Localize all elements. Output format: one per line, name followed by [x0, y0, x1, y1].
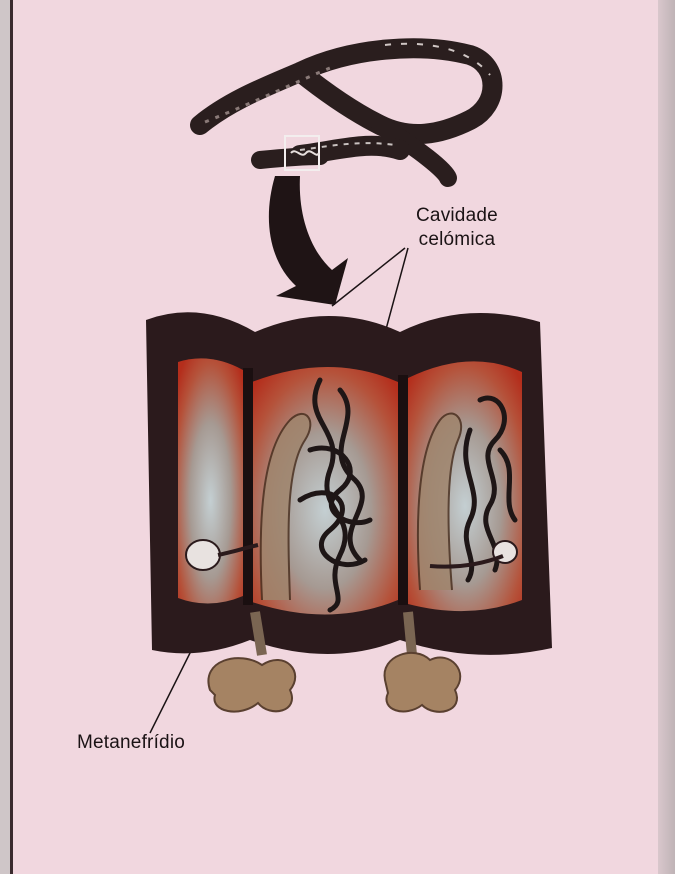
coelom-label: Cavidade celómica: [416, 204, 498, 252]
leader-line-metanephridium: [150, 651, 191, 733]
earthworm: [200, 44, 493, 178]
coelom-label-line1: Cavidade: [416, 204, 498, 228]
metanephridium-label: Metanefrídio: [77, 731, 185, 755]
coelom-label-line2: celómica: [416, 228, 498, 252]
zoom-arrow: [269, 176, 348, 305]
nephrostome-left: [186, 540, 220, 570]
segment-cross-section: [146, 312, 552, 655]
